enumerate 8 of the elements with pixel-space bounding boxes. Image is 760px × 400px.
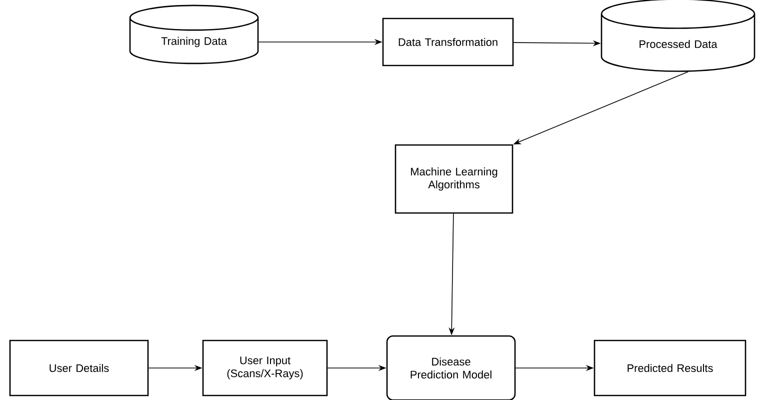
database-cylinder: Training Data: [129, 4, 259, 64]
process-box: User Details: [9, 340, 149, 396]
database-cylinder: Processed Data: [600, 0, 756, 72]
model-box: Disease Prediction Model: [386, 335, 516, 400]
process-box: Predicted Results: [594, 340, 746, 396]
process-box: Data Transformation: [382, 18, 514, 66]
process-box: User Input (Scans/X-Rays): [202, 340, 328, 396]
process-box: Machine Learning Algorithms: [394, 144, 514, 214]
